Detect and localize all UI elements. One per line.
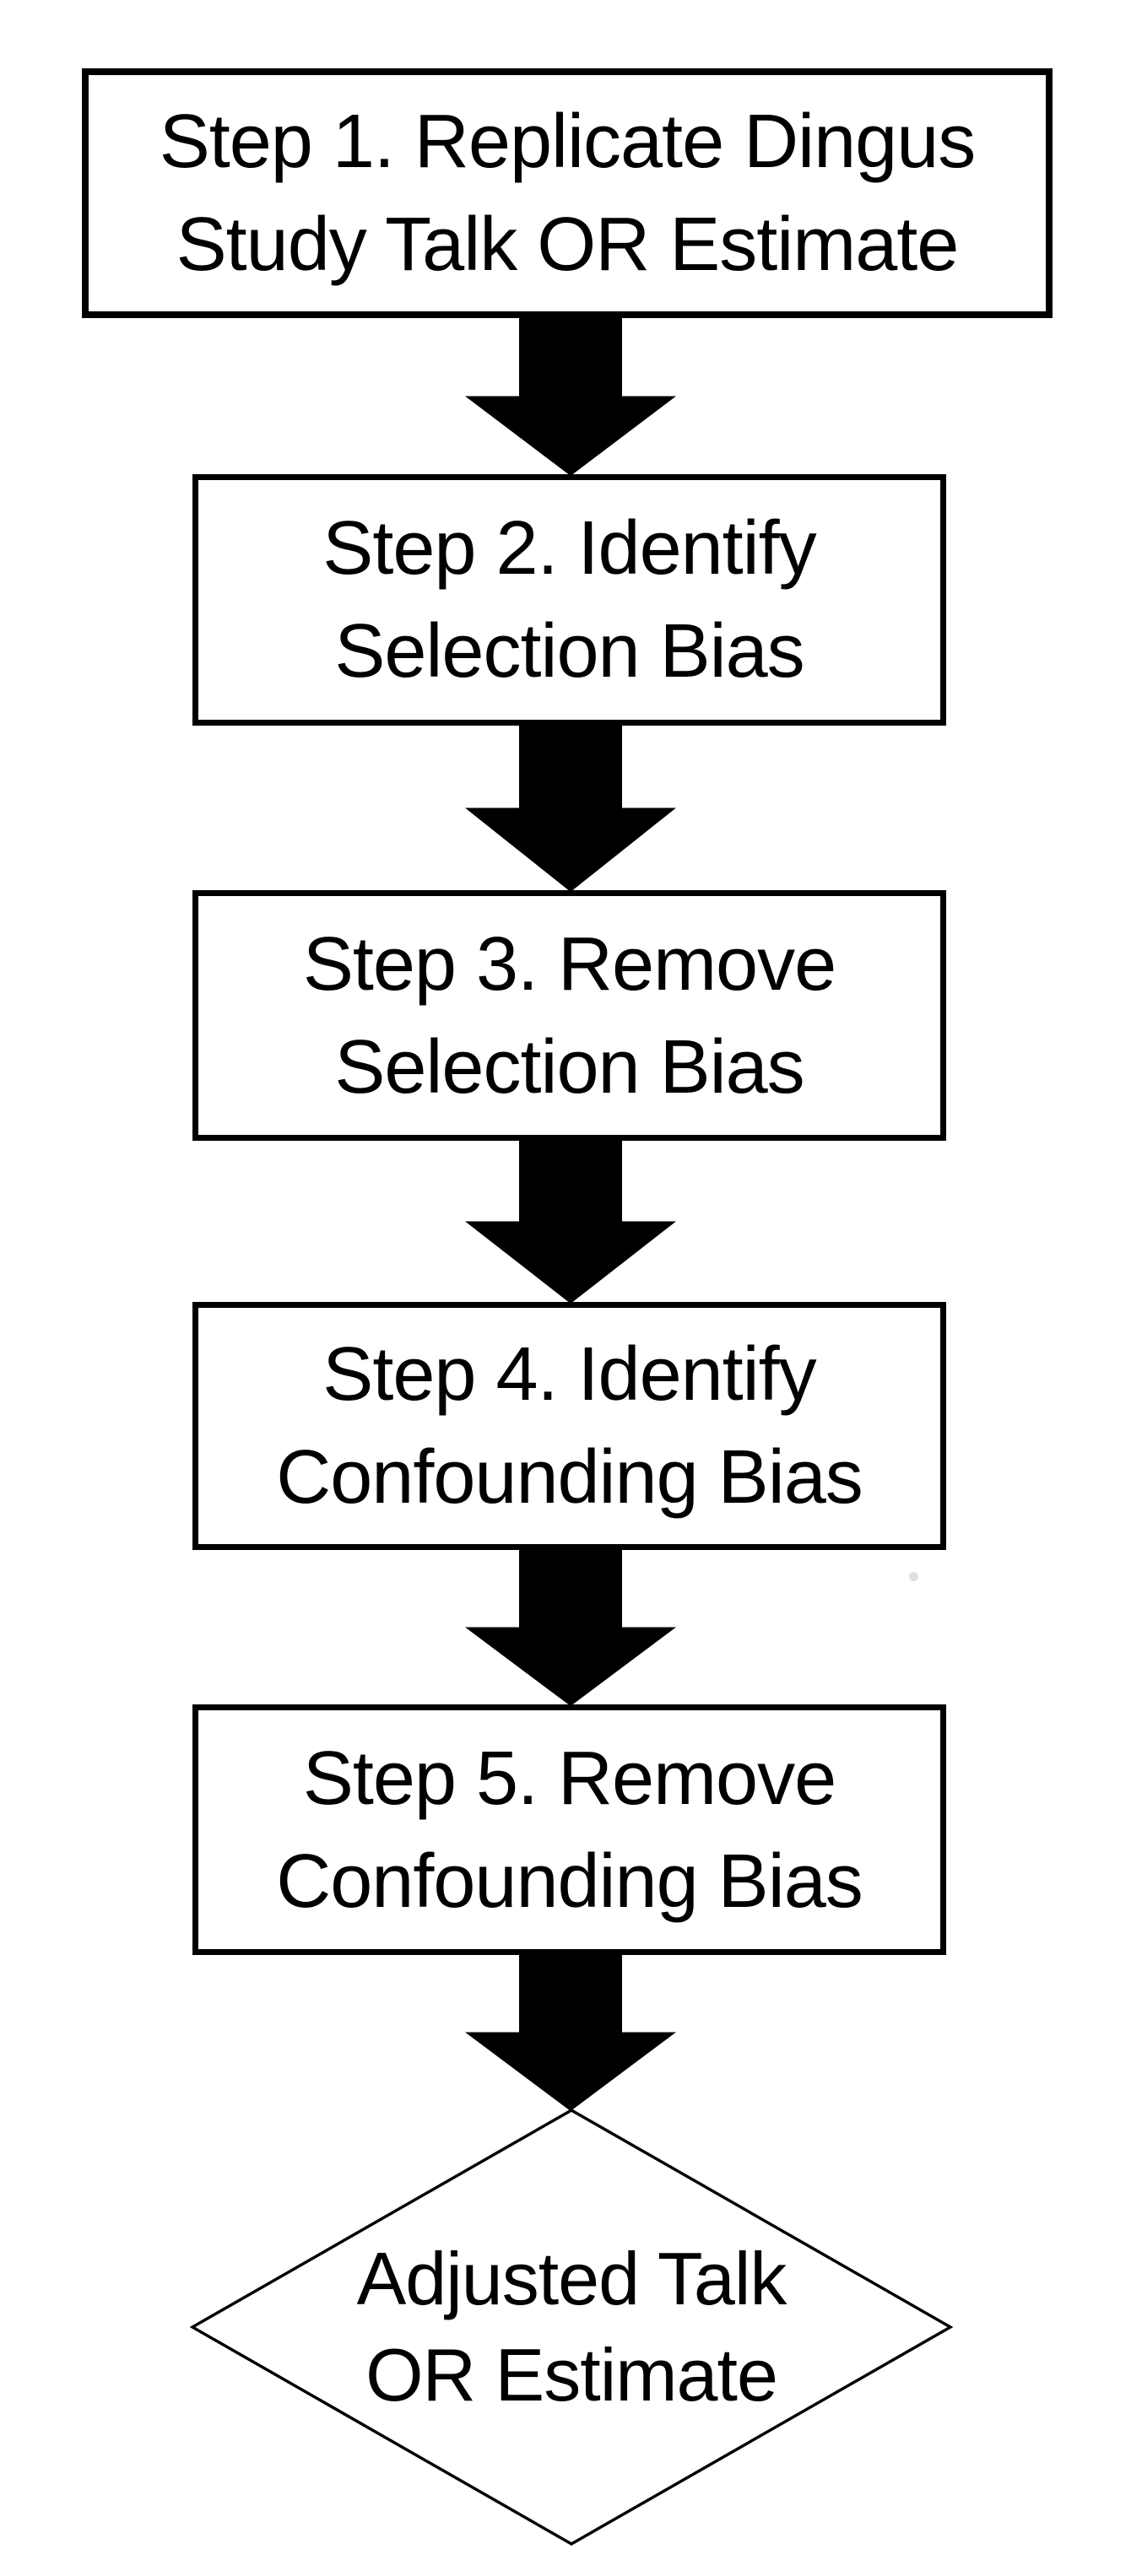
down-arrow-3	[465, 1139, 676, 1304]
diamond-line-1: Adjusted Talk	[356, 2237, 787, 2320]
artifact-dot	[909, 1572, 918, 1581]
step-4-box: Step 4. Identify Confounding Bias	[192, 1302, 946, 1550]
down-arrow-2	[465, 724, 676, 892]
diamond-label: Adjusted Talk OR Estimate	[190, 2108, 953, 2546]
step-3-line-2: Selection Bias	[334, 1024, 804, 1110]
step-5-box: Step 5. Remove Confounding Bias	[192, 1704, 946, 1955]
decision-diamond: Adjusted Talk OR Estimate	[190, 2108, 953, 2546]
step-2-box: Step 2. Identify Selection Bias	[192, 474, 946, 726]
step-3-line-1: Step 3. Remove	[302, 921, 836, 1007]
step-2-line-1: Step 2. Identify	[322, 506, 816, 591]
step-1-line-2: Study Talk OR Estimate	[176, 203, 960, 287]
step-1-line-1: Step 1. Replicate Dingus	[159, 100, 977, 184]
down-arrow-1	[465, 316, 676, 476]
step-1-box: Step 1. Replicate Dingus Study Talk OR E…	[82, 68, 1053, 318]
step-4-line-2: Confounding Bias	[276, 1435, 863, 1520]
step-5-line-2: Confounding Bias	[276, 1839, 863, 1924]
diamond-outline	[190, 2108, 953, 2546]
step-3-box: Step 3. Remove Selection Bias	[192, 890, 946, 1141]
diamond-line-2: OR Estimate	[365, 2333, 778, 2417]
down-arrow-4	[465, 1548, 676, 1706]
step-5-line-1: Step 5. Remove	[302, 1736, 836, 1821]
step-4-line-1: Step 4. Identify	[322, 1332, 816, 1417]
down-arrow-5	[465, 1953, 676, 2111]
step-2-line-2: Selection Bias	[334, 609, 804, 694]
